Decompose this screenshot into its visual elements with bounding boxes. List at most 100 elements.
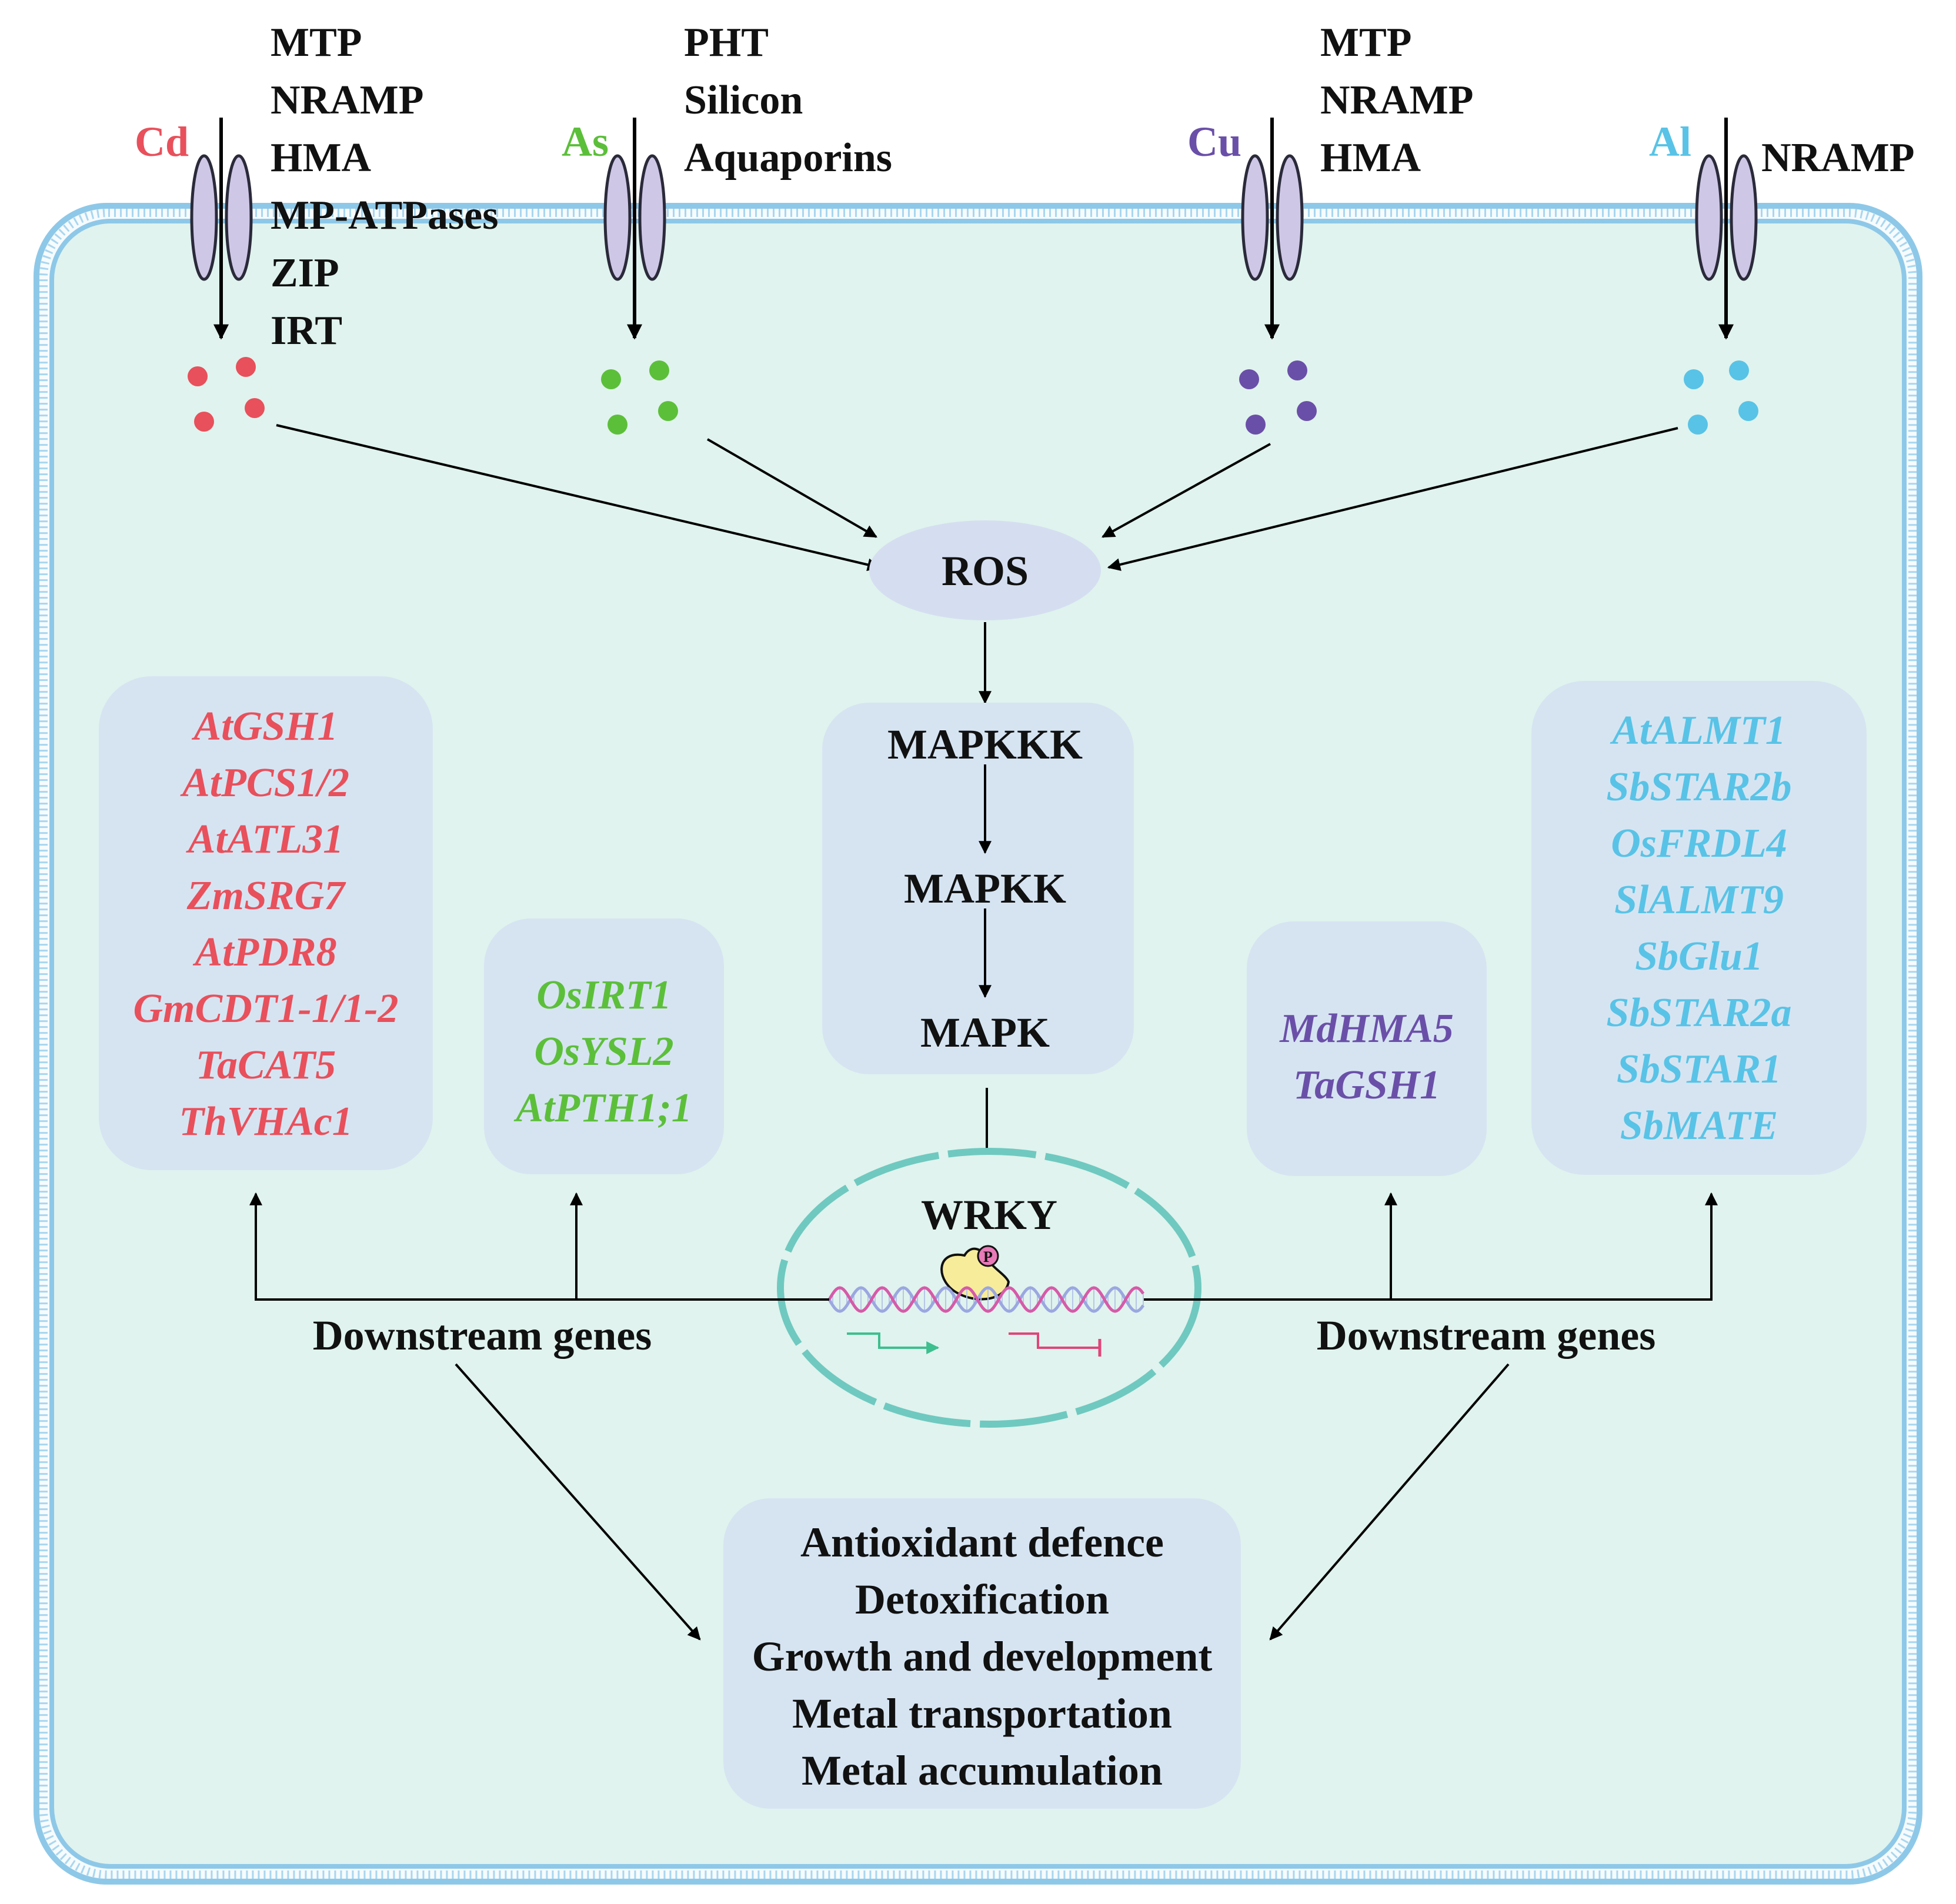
channel-as	[603, 154, 666, 281]
gene-label: GmCDT1-1/1-2	[133, 986, 398, 1031]
gene-label: SbSTAR2b	[1606, 764, 1791, 810]
metal-label-cu: Cu	[1187, 118, 1241, 165]
arrow-al-to-ros	[1107, 427, 1678, 571]
channel-group	[190, 154, 1758, 281]
gene-label: AtPCS1/2	[180, 760, 349, 806]
gene-label: AtATL31	[186, 817, 343, 862]
ions-al	[1684, 360, 1758, 435]
gene-box-as: OsIRT1 OsYSL2 AtPTH1;1	[484, 918, 724, 1174]
metal-label-cd: Cd	[135, 118, 189, 165]
ion-dot	[1246, 415, 1266, 435]
gene-box-cu: MdHMA5 TaGSH1	[1247, 921, 1487, 1176]
gene-label: SbGlu1	[1635, 934, 1763, 979]
outcome-label: Antioxidant defence	[800, 1519, 1164, 1566]
arrow-cd-to-ros	[276, 424, 881, 572]
ion-dot	[658, 401, 678, 421]
transporter-label: NRAMP	[271, 78, 423, 123]
ions-cd	[188, 357, 265, 432]
arrow-cu-to-ros	[1101, 443, 1271, 538]
mapk-cascade-box	[822, 703, 1134, 1074]
repression-bar-icon	[1009, 1332, 1100, 1349]
gene-label: TaGSH1	[1293, 1063, 1440, 1108]
gene-label: OsFRDL4	[1611, 821, 1787, 866]
phospho-icon	[977, 1245, 999, 1267]
ros-label: ROS	[942, 547, 1029, 594]
downstream-genes-right: Downstream genes	[1317, 1312, 1656, 1359]
ion-dot	[245, 398, 265, 418]
gene-label: TaCAT5	[196, 1043, 336, 1088]
ion-dot	[236, 357, 256, 377]
gene-label: AtGSH1	[191, 704, 338, 749]
transporters-cd: MTP NRAMP HMA MP-ATPases ZIP IRT	[271, 20, 499, 353]
cascade-mapkk: MAPKK	[904, 865, 1066, 912]
gene-label: AtALMT1	[1610, 708, 1786, 753]
ros-input-arrows	[276, 424, 1678, 572]
influx-arrows	[213, 118, 1734, 340]
arrow-left-to-outcomes	[455, 1363, 701, 1641]
ion-dot	[1287, 360, 1307, 380]
ion-dot	[608, 415, 627, 435]
ion-dot	[188, 366, 208, 386]
ion-dot	[1684, 369, 1704, 389]
transporters-al: NRAMP	[1761, 135, 1914, 181]
promoter-repression	[1009, 1332, 1101, 1357]
gene-label: OsIRT1	[536, 973, 671, 1018]
activation-arrow-icon	[847, 1332, 940, 1354]
transporter-label: MTP	[271, 20, 362, 65]
transporter-label: PHT	[684, 20, 769, 65]
route-left	[249, 1192, 829, 1301]
wrky-label: WRKY	[921, 1191, 1057, 1238]
arrow-as-to-ros	[706, 438, 877, 538]
gene-label: MdHMA5	[1279, 1006, 1454, 1051]
ion-dot	[1297, 401, 1317, 421]
dna-strand	[827, 1286, 1145, 1313]
downstream-genes-left: Downstream genes	[313, 1312, 652, 1359]
dna-helix	[827, 1286, 1145, 1313]
transporter-label: NRAMP	[1761, 135, 1914, 181]
ions-as	[601, 360, 678, 435]
outcomes-box: Antioxidant defence Detoxification Growt…	[723, 1498, 1241, 1809]
channel-cd	[190, 154, 253, 281]
ion-dot	[1688, 415, 1708, 435]
gene-label: AtPTH1;1	[513, 1085, 692, 1131]
ion-dot	[1729, 360, 1749, 380]
gene-label: ThVHAc1	[179, 1099, 353, 1144]
transporter-label: MTP	[1320, 20, 1412, 65]
transporter-label: MP-ATPases	[271, 193, 499, 238]
gene-label: SlALMT9	[1614, 877, 1784, 923]
phospho-label: P	[983, 1248, 993, 1265]
transporter-label: HMA	[271, 135, 372, 181]
outcome-label: Metal accumulation	[802, 1747, 1163, 1794]
transporter-label: Aquaporins	[684, 135, 892, 181]
downstream-routing	[249, 1192, 1718, 1301]
ion-dot	[1239, 369, 1259, 389]
outcome-arrows	[455, 1363, 1510, 1641]
arrow-right-to-outcomes	[1269, 1363, 1510, 1641]
cascade-mapkkk: MAPKKK	[887, 721, 1083, 768]
gene-label: ZmSRG7	[186, 873, 346, 918]
metal-label-al: Al	[1649, 118, 1691, 165]
channel-cu	[1241, 154, 1304, 281]
gene-label: SbMATE	[1620, 1103, 1778, 1148]
gene-label: AtPDR8	[192, 930, 336, 975]
outcome-label: Growth and development	[752, 1633, 1213, 1680]
transporters-cu: MTP NRAMP HMA	[1320, 20, 1473, 181]
ion-dot	[1738, 401, 1758, 421]
gene-box-cd: AtGSH1 AtPCS1/2 AtATL31 ZmSRG7 AtPDR8 Gm…	[99, 676, 433, 1170]
transporter-label: ZIP	[271, 250, 339, 296]
route-right	[1144, 1192, 1718, 1301]
outcome-label: Metal transportation	[792, 1690, 1172, 1737]
ion-dot	[194, 412, 214, 432]
cascade-mapk: MAPK	[920, 1009, 1050, 1056]
gene-box-al: AtALMT1 SbSTAR2b OsFRDL4 SlALMT9 SbGlu1 …	[1531, 681, 1867, 1175]
channel-al	[1695, 154, 1758, 281]
ion-dot	[601, 369, 621, 389]
dna-strand	[827, 1286, 1145, 1313]
ros-node	[869, 520, 1101, 620]
ion-dot	[649, 360, 669, 380]
transporter-label: HMA	[1320, 135, 1421, 181]
gene-label: OsYSL2	[534, 1029, 673, 1074]
promoter-activation	[847, 1332, 940, 1354]
gene-label: SbSTAR1	[1617, 1047, 1781, 1092]
